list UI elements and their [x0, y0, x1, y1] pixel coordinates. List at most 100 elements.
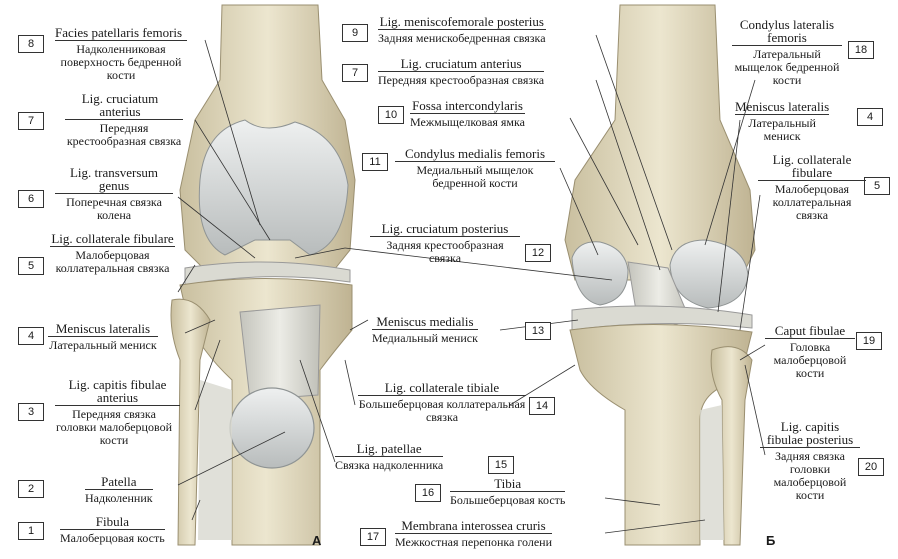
latin-name: Caput fibulae: [774, 323, 846, 338]
panel-label-a: А: [312, 533, 322, 548]
latin-name: Lig. capitis fibulae posterius: [766, 419, 854, 447]
russian-name: Задняя крестообразная связка: [386, 238, 504, 265]
panel-b-drawing: [564, 4, 756, 546]
russian-name: Латеральный мениск: [49, 338, 157, 352]
label-number: 1: [18, 522, 44, 540]
russian-name: Головка малоберцовой кости: [773, 340, 847, 380]
label-cruciatum-anterius-b: Lig. cruciatum anterius Передняя крестоо…: [378, 56, 545, 87]
latin-name: Lig. collaterale fibulare: [51, 231, 174, 246]
label-number: 2: [18, 480, 44, 498]
label-fossa-intercondylaris: Fossa intercondylaris Межмыщелковая ямка: [410, 98, 526, 129]
latin-name: Lig. capitis fibulae anterius: [68, 377, 167, 405]
label-cruciatum-posterius: Lig. cruciatum posterius Задняя крестооб…: [370, 222, 520, 265]
panel-label-b: Б: [766, 533, 776, 548]
label-number: 8: [18, 35, 44, 53]
label-meniscofemorale: Lig. meniscofemorale posterius Задняя ме…: [378, 15, 546, 45]
membrane-a: [198, 380, 232, 540]
label-number: 18: [848, 41, 874, 59]
latin-name: Lig. collaterale tibiale: [384, 380, 500, 395]
russian-name: Межмыщелковая ямка: [410, 115, 526, 129]
russian-name: Большеберцовая коллатеральная связка: [358, 397, 526, 424]
russian-name: Надколенник: [85, 491, 153, 505]
latin-name: Lig. patellae: [356, 441, 422, 456]
label-number: 16: [415, 484, 441, 502]
russian-name: Малоберцовая коллатеральная связка: [772, 182, 852, 222]
label-number: 20: [858, 458, 884, 476]
patella-a: [229, 387, 315, 469]
label-number: 14: [529, 397, 555, 415]
label-meniscus-lateralis-a: Meniscus lateralis Латеральный мениск: [48, 322, 158, 352]
label-number: 9: [342, 24, 368, 42]
russian-name: Связка надколенника: [335, 458, 444, 472]
russian-name: Передняя крестообразная связка: [66, 121, 182, 148]
patellar-ligament-a: [239, 304, 321, 401]
latin-name: Condylus lateralis femoris: [739, 17, 835, 45]
label-number: 3: [18, 403, 44, 421]
label-membrana-interossea: Membrana interossea cruris Межкостная пе…: [395, 518, 553, 549]
label-number: 5: [864, 177, 890, 195]
label-transversum-genus: Lig. transversum genus Поперечная связка…: [55, 166, 173, 222]
russian-name: Латеральный мениск: [748, 116, 816, 143]
russian-name: Межкостная перепонка голени: [395, 535, 553, 549]
latin-name: Meniscus lateralis: [55, 321, 151, 336]
russian-name: Малоберцовая кость: [60, 531, 165, 545]
label-number: 7: [342, 64, 368, 82]
russian-name: Передняя связка головки малоберцовой кос…: [55, 407, 172, 447]
latin-name: Patella: [101, 474, 137, 489]
latin-name: Tibia: [494, 476, 522, 491]
label-caput-fibulae: Caput fibulae Головка малоберцовой кости: [765, 324, 855, 380]
label-number: 5: [18, 257, 44, 275]
panel-a-drawing: [170, 4, 356, 546]
russian-name: Медиальный мениск: [372, 331, 478, 345]
label-fibula: Fibula Малоберцовая кость: [60, 515, 165, 545]
label-cruciatum-anterius-a: Lig. cruciatum anterius Передняя крестоо…: [65, 92, 183, 148]
label-number: 13: [525, 322, 551, 340]
label-tibia: Tibia Большеберцовая кость: [450, 476, 566, 507]
russian-name: Задняя менискобедренная связка: [378, 31, 546, 45]
latin-name: Membrana interossea cruris: [401, 518, 546, 533]
russian-name: Малоберцовая коллатеральная связка: [55, 248, 170, 275]
patellar-surface-a: [198, 119, 349, 256]
russian-name: Латеральный мыщелок бедренной кости: [734, 47, 840, 87]
latin-name: Lig. collaterale fibulare: [772, 152, 852, 180]
russian-name: Передняя крестообразная связка: [378, 73, 545, 87]
label-number: 15: [488, 456, 514, 474]
label-collaterale-fibulare-b: Lig. collaterale fibulare Малоберцовая к…: [758, 153, 866, 222]
label-number: 6: [18, 190, 44, 208]
menisci-a: [184, 261, 351, 286]
latin-name: Facies patellaris femoris: [55, 25, 183, 40]
latin-name: Lig. cruciatum anterius: [81, 91, 159, 119]
medial-condyle-b: [571, 241, 629, 306]
russian-name: Большеберцовая кость: [450, 493, 566, 507]
leader-lines: [177, 34, 766, 534]
label-capitis-fibulae-posterius: Lig. capitis fibulae posterius Задняя св…: [760, 420, 860, 502]
label-meniscus-lateralis-b: Meniscus lateralis Латеральный мениск: [735, 99, 830, 143]
label-number: 12: [525, 244, 551, 262]
label-number: 7: [18, 112, 44, 130]
fibula-b: [710, 346, 753, 546]
latin-name: Meniscus medialis: [376, 314, 474, 329]
russian-name: Медиальный мыщелок бедренной кости: [416, 163, 534, 190]
latin-name: Fossa intercondylaris: [412, 98, 523, 113]
russian-name: Задняя связка головки малоберцовой кости: [773, 449, 847, 502]
label-patellae: Lig. patellae Связка надколенника: [335, 441, 444, 472]
russian-name: Надколенниковая поверхность бедренной ко…: [60, 42, 182, 82]
latin-name: Lig. meniscofemorale posterius: [379, 14, 544, 29]
latin-name: Condylus medialis femoris: [404, 146, 546, 161]
label-number: 19: [856, 332, 882, 350]
label-number: 17: [360, 528, 386, 546]
russian-name: Поперечная связка колена: [66, 195, 162, 222]
label-condylus-lateralis: Condylus lateralis femoris Латеральный м…: [732, 18, 842, 87]
label-capitis-fibulae-anterius: Lig. capitis fibulae anterius Передняя с…: [55, 378, 180, 447]
label-condylus-medialis: Condylus medialis femoris Медиальный мыщ…: [395, 147, 555, 190]
label-number: 4: [857, 108, 883, 126]
latin-name: Lig. cruciatum posterius: [381, 221, 509, 236]
latin-name: Meniscus lateralis: [735, 99, 830, 114]
latin-name: Lig. cruciatum anterius: [400, 56, 522, 71]
label-meniscus-medialis: Meniscus medialis Медиальный мениск: [372, 315, 478, 345]
label-number: 10: [378, 106, 404, 124]
label-collaterale-fibulare-a: Lig. collaterale fibulare Малоберцовая к…: [50, 232, 175, 275]
membrane-b: [700, 405, 724, 540]
latin-name: Lig. transversum genus: [69, 165, 159, 193]
